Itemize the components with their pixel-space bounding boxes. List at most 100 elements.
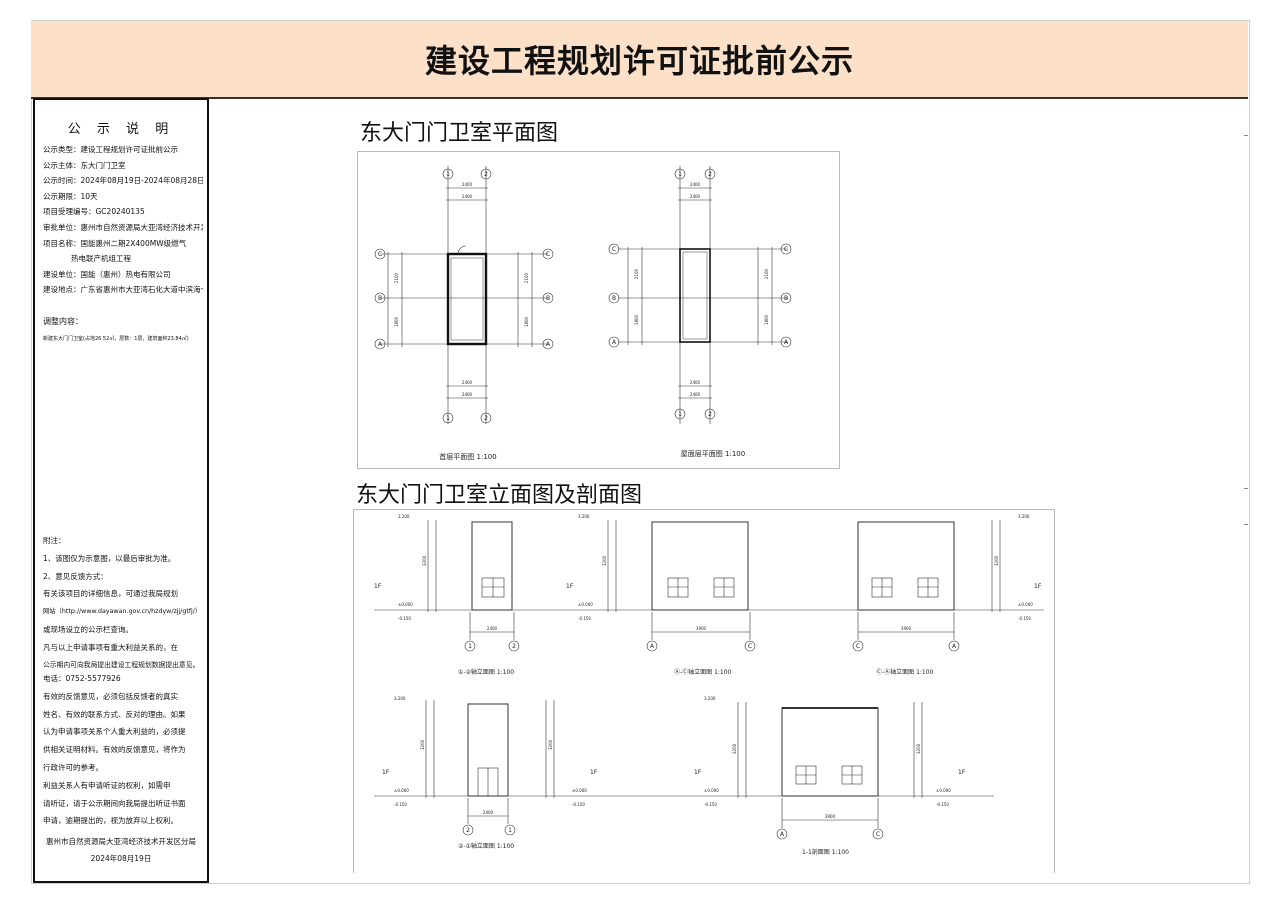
svg-text:C: C [784, 246, 788, 253]
svg-text:B: B [546, 295, 550, 302]
svg-text:±0.000: ±0.000 [578, 602, 593, 607]
svg-text:3.200: 3.200 [578, 514, 590, 519]
svg-text:3.200: 3.200 [394, 696, 406, 701]
svg-text:1: 1 [446, 171, 450, 178]
svg-text:2400: 2400 [690, 194, 701, 199]
contact-phone: 电话：0752-5577926 [43, 674, 121, 683]
svg-text:-0.150: -0.150 [704, 802, 717, 807]
svg-text:±0.000: ±0.000 [398, 602, 413, 607]
contact-line: 行政许可的参考。 [43, 762, 103, 772]
sidebar-title: 公 示 说 明 [67, 122, 175, 137]
info-project: 项目名称：国能惠州二期2X400MW级燃气 [43, 238, 187, 248]
roof-outline [679, 248, 711, 343]
page-title: 建设工程规划许可证批前公示 [424, 42, 854, 80]
svg-text:2100: 2100 [634, 268, 639, 279]
svg-text:2: 2 [484, 415, 488, 422]
svg-text:C: C [748, 643, 752, 650]
svg-text:2400: 2400 [462, 392, 473, 397]
svg-text:3200: 3200 [602, 555, 607, 566]
svg-text:3200: 3200 [994, 555, 999, 566]
svg-text:-0.150: -0.150 [578, 616, 591, 621]
svg-text:3200: 3200 [916, 743, 921, 754]
svg-text:3200: 3200 [420, 739, 425, 750]
svg-text:2400: 2400 [690, 380, 701, 385]
svg-text:2: 2 [484, 171, 488, 178]
svg-text:1F: 1F [1034, 583, 1042, 590]
svg-text:1: 1 [678, 171, 682, 178]
elev-title: 东大门门卫室立面图及剖面图 [356, 483, 643, 508]
svg-text:B: B [378, 295, 382, 302]
info-builder: 建设单位：国能（惠州）热电有限公司 [43, 269, 171, 279]
contact-line: 利益关系人有申请听证的权利，如需申 [43, 780, 171, 790]
plan-walls [446, 252, 488, 346]
svg-text:±0.000: ±0.000 [1018, 602, 1033, 607]
info-authority: 审批单位：惠州市自然资源局大亚湾经济技术开发区分局 [43, 222, 203, 232]
adjust-text: 新建东大门门卫室(占地26.52㎡，层数：1层，建筑面积23.84㎡) [43, 336, 189, 342]
svg-text:3200: 3200 [422, 555, 427, 566]
info-number: 项目受理编号：GC20240135 [43, 207, 145, 217]
info-location: 建设地点：广东省惠州市大亚湾石化大道中滨海十二路8号 [43, 285, 203, 295]
svg-text:1: 1 [508, 827, 512, 834]
svg-text:B: B [612, 295, 616, 302]
svg-text:3.200: 3.200 [1018, 514, 1030, 519]
elev-caption-2: Ⓐ-Ⓒ轴立面图 1:100 [674, 668, 732, 676]
svg-text:A: A [612, 339, 617, 346]
svg-text:1F: 1F [374, 583, 382, 590]
svg-text:1F: 1F [382, 769, 390, 776]
elev-caption-1: ①-②轴立面图 1:100 [458, 668, 514, 676]
contact-line: 申请，逾期提出的，视为放弃以上权利。 [43, 816, 178, 826]
svg-text:3200: 3200 [548, 739, 553, 750]
note-line: 公示期内可向我局提出建设工程规划数据提出意见。 [43, 660, 200, 669]
svg-text:3.200: 3.200 [704, 696, 716, 701]
contact: 电话：0752-5577926 有效的反馈意见，必须包括反馈者的真实 姓名、有效… [43, 670, 203, 830]
svg-text:1F: 1F [958, 769, 966, 776]
svg-text:A: A [650, 643, 655, 650]
page-header: 建设工程规划许可证批前公示 [31, 21, 1248, 99]
svg-text:A: A [784, 339, 789, 346]
svg-text:-0.150: -0.150 [1018, 616, 1031, 621]
svg-text:C: C [612, 246, 616, 253]
plan-title: 东大门门卫室平面图 [360, 121, 559, 146]
sign-authority: 惠州市自然资源局大亚湾经济技术开发区分局 [46, 837, 196, 846]
notes: 附注： 1、该图仅为示意图，以最后审批为准。 2、意见反馈方式： 有关该项目的详… [43, 532, 203, 674]
svg-text:1800: 1800 [634, 314, 639, 325]
svg-text:1800: 1800 [524, 316, 529, 327]
svg-text:2400: 2400 [462, 182, 473, 187]
svg-text:2400: 2400 [462, 194, 473, 199]
svg-text:2: 2 [708, 411, 712, 418]
svg-text:3.200: 3.200 [398, 514, 410, 519]
note-line: 网站（http://www.dayawan.gov.cn/hzdyw/zjj/g… [43, 608, 202, 616]
sign-date: 2024年08月19日 [90, 854, 152, 863]
svg-text:2: 2 [466, 827, 470, 834]
svg-text:3900: 3900 [696, 626, 707, 631]
svg-text:C: C [856, 643, 860, 650]
info-subject: 公示主体：东大门门卫室 [43, 160, 126, 170]
svg-text:1: 1 [468, 643, 472, 650]
contact-line: 认为申请事项关系个人重大利益的，必须提 [43, 727, 186, 737]
svg-text:±0.000: ±0.000 [572, 788, 587, 793]
svg-text:1800: 1800 [394, 316, 399, 327]
svg-text:2400: 2400 [462, 380, 473, 385]
svg-text:3900: 3900 [901, 626, 912, 631]
svg-text:C: C [546, 251, 550, 258]
svg-text:2400: 2400 [690, 392, 701, 397]
info-period: 公示期限：10天 [43, 191, 98, 201]
svg-text:1F: 1F [694, 769, 702, 776]
svg-text:C: C [378, 251, 382, 258]
svg-text:2: 2 [512, 643, 516, 650]
svg-text:-0.150: -0.150 [398, 616, 411, 621]
svg-text:±0.000: ±0.000 [394, 788, 409, 793]
note-line: 2、意见反馈方式： [43, 571, 108, 581]
elev-caption-3: Ⓒ-Ⓐ轴立面图 1:100 [876, 668, 934, 676]
info-type: 公示类型：建设工程规划许可证批前公示 [43, 145, 178, 154]
contact-line: 请听证，请于公示期间向我局提出听证书面 [43, 798, 186, 808]
signature: 惠州市自然资源局大亚湾经济技术开发区分局 2024年08月19日 [35, 833, 207, 867]
svg-text:2400: 2400 [690, 182, 701, 187]
svg-text:-0.150: -0.150 [394, 802, 407, 807]
note-line: 附注： [43, 536, 66, 545]
plan-caption-left: 首层平面图 1:100 [439, 452, 496, 461]
